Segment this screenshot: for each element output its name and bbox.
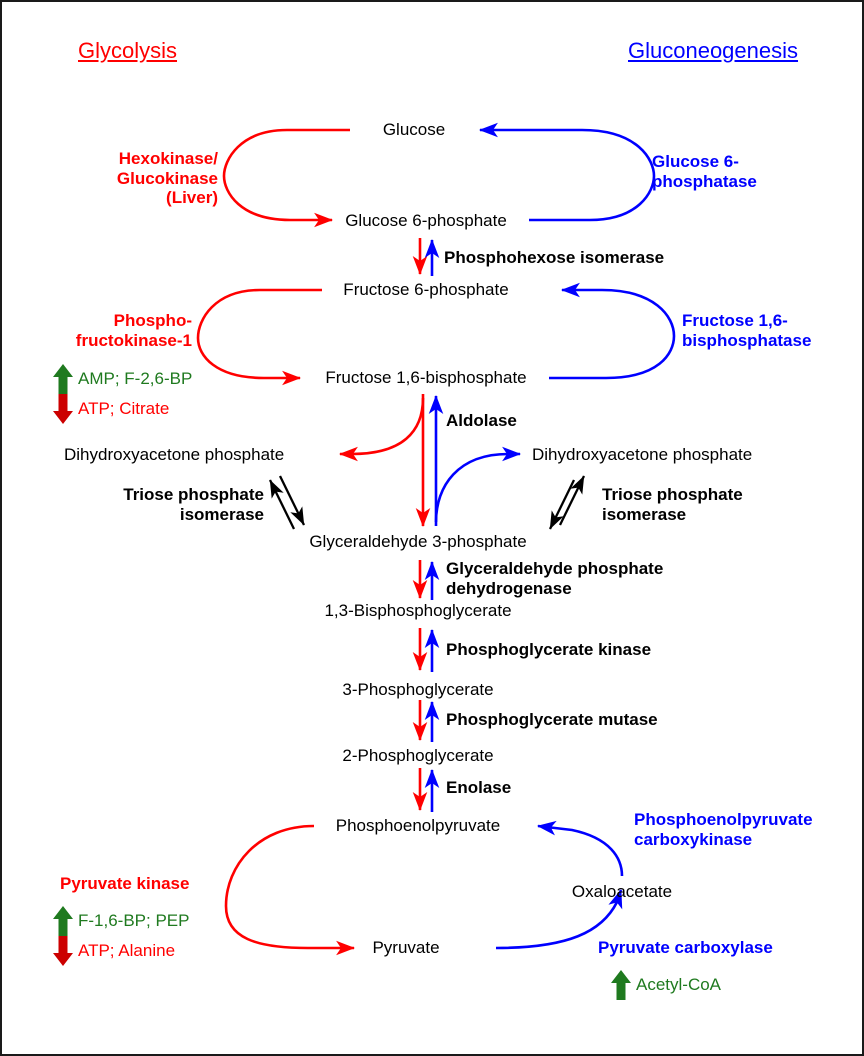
arrow-triose-phosphate-isomerase-left (268, 475, 306, 530)
regulator-pk-activators-label: F-1,6-BP; PEP (78, 911, 190, 930)
enzyme-tpi-left-line1: Triose phosphate (123, 485, 264, 504)
regulator-pfk1-inhibitors-label: ATP; Citrate (78, 399, 170, 418)
enzyme-phosphoglycerate-kinase: Phosphoglycerate kinase (446, 640, 651, 660)
regulator-pfk1-activators: AMP; F-2,6-BP (52, 362, 192, 396)
red-down-arrow-icon (53, 936, 73, 966)
title-glycolysis: Glycolysis (78, 38, 178, 63)
regulator-pc-activators-label: Acetyl-CoA (636, 975, 722, 994)
arrow-hexokinase (222, 128, 350, 228)
arrow-phosphohexose-isomerase (412, 238, 440, 276)
metabolite-dhap-right: Dihydroxyacetone phosphate (532, 445, 753, 464)
metabolite-fructose-6-phosphate: Fructose 6-phosphate (343, 280, 509, 299)
enzyme-phosphohexose-isomerase-line1: Phosphohexose isomerase (444, 248, 665, 267)
enzyme-phosphoglycerate-mutase: Phosphoglycerate mutase (446, 710, 658, 730)
enzyme-fbpase-line1: Fructose 1,6- (682, 311, 788, 330)
arrow-fructose-1-6-bisphosphatase (549, 282, 676, 380)
metabolite-dhap-left: Dihydroxyacetone phosphate (64, 445, 285, 464)
regulator-pk-inhibitors: ATP; Alanine (52, 934, 175, 968)
regulator-pk-inhibitors-label: ATP; Alanine (78, 941, 176, 960)
enzyme-triose-phosphate-isomerase-right: Triose phosphate isomerase (602, 485, 743, 524)
enzyme-gapdh-line1: Glyceraldehyde phosphate (446, 559, 664, 578)
enzyme-aldolase-line1: Aldolase (446, 411, 517, 430)
enzyme-g6pase-line1: Glucose 6- (652, 152, 739, 171)
arrow-pyruvate-carboxylase (495, 889, 623, 950)
enzyme-hexokinase-glucokinase: Hexokinase/ Glucokinase (Liver) (117, 149, 218, 208)
metabolite-glyceraldehyde-3-phosphate: Glyceraldehyde 3-phosphate (309, 532, 527, 551)
enzyme-phosphofructokinase-1: Phospho- fructokinase-1 (76, 311, 192, 350)
enzyme-pgk-line1: Phosphoglycerate kinase (446, 640, 652, 659)
enzyme-pyruvate-carboxylase-line1: Pyruvate carboxylase (598, 938, 773, 957)
enzyme-hexokinase-line3: (Liver) (166, 188, 218, 208)
enzyme-pfk1-line2: fructokinase-1 (75, 330, 192, 350)
arrow-triose-phosphate-isomerase-right (548, 475, 586, 530)
title-gluconeogenesis: Gluconeogenesis (628, 38, 799, 63)
enzyme-glucose-6-phosphatase: Glucose 6- phosphatase (652, 152, 757, 191)
enzyme-hexokinase-line1: Hexokinase/ (118, 149, 218, 168)
regulator-pfk1-activators-label: AMP; F-2,6-BP (78, 369, 193, 388)
arrow-glucose-6-phosphatase (478, 122, 656, 222)
enzyme-fbpase-line2: bisphosphatase (682, 330, 812, 350)
metabolite-fructose-1-6-bisphosphate: Fructose 1,6-bisphosphate (325, 368, 527, 387)
enzyme-aldolase: Aldolase (446, 411, 517, 431)
enzyme-pyruvate-kinase: Pyruvate kinase (60, 874, 189, 894)
arrow-phosphoglycerate-mutase (412, 700, 440, 742)
arrow-pepck (536, 820, 624, 877)
regulator-pc-activators: Acetyl-CoA (610, 968, 721, 1002)
enzyme-tpi-right-line2: isomerase (602, 504, 687, 524)
arrow-aldolase (338, 394, 522, 528)
arrow-pyruvate-kinase (224, 824, 356, 956)
enzyme-enolase-line1: Enolase (446, 778, 512, 797)
enzyme-phosphohexose-isomerase: Phosphohexose isomerase (444, 248, 664, 268)
enzyme-triose-phosphate-isomerase-left: Triose phosphate isomerase (123, 485, 264, 524)
enzyme-pepck-line1: Phosphoenolpyruvate (634, 810, 813, 829)
enzyme-gapdh: Glyceraldehyde phosphate dehydrogenase (446, 559, 663, 598)
enzyme-enolase: Enolase (446, 778, 511, 798)
regulator-pk-activators: F-1,6-BP; PEP (52, 904, 189, 938)
enzyme-pfk1-line1: Phospho- (113, 311, 192, 330)
enzyme-pepck-line2: carboxykinase (634, 829, 753, 849)
enzyme-pyruvate-kinase-line1: Pyruvate kinase (60, 874, 190, 893)
enzyme-pgm-line1: Phosphoglycerate mutase (446, 710, 658, 729)
enzyme-tpi-right-line1: Triose phosphate (602, 485, 743, 504)
metabolite-oxaloacetate: Oxaloacetate (571, 882, 673, 901)
enzyme-g6pase-line2: phosphatase (652, 171, 757, 191)
enzyme-gapdh-line2: dehydrogenase (446, 578, 572, 598)
green-up-arrow-icon (53, 906, 73, 936)
metabolite-glucose: Glucose (382, 120, 446, 139)
regulator-pfk1-inhibitors: ATP; Citrate (52, 392, 169, 426)
arrow-phosphoglycerate-kinase (412, 628, 440, 672)
metabolite-1-3-bisphosphoglycerate: 1,3-Bisphosphoglycerate (324, 601, 512, 620)
metabolite-glucose-6-phosphate: Glucose 6-phosphate (345, 211, 507, 230)
arrow-phosphofructokinase-1 (196, 288, 322, 386)
green-up-arrow-icon (611, 970, 631, 1000)
arrow-gapdh (412, 560, 440, 600)
enzyme-tpi-left-line2: isomerase (179, 504, 264, 524)
enzyme-pyruvate-carboxylase: Pyruvate carboxylase (598, 938, 773, 958)
green-up-arrow-icon (53, 364, 73, 394)
metabolite-3-phosphoglycerate: 3-Phosphoglycerate (342, 680, 494, 699)
red-down-arrow-icon (53, 394, 73, 424)
enzyme-hexokinase-line2: Glucokinase (116, 168, 218, 188)
enzyme-pepck: Phosphoenolpyruvate carboxykinase (634, 810, 813, 849)
metabolite-phosphoenolpyruvate: Phosphoenolpyruvate (335, 816, 501, 835)
metabolite-2-phosphoglycerate: 2-Phosphoglycerate (342, 746, 494, 765)
arrow-enolase (412, 768, 440, 812)
metabolite-pyruvate: Pyruvate (372, 938, 440, 957)
enzyme-fructose-1-6-bisphosphatase: Fructose 1,6- bisphosphatase (682, 311, 811, 350)
